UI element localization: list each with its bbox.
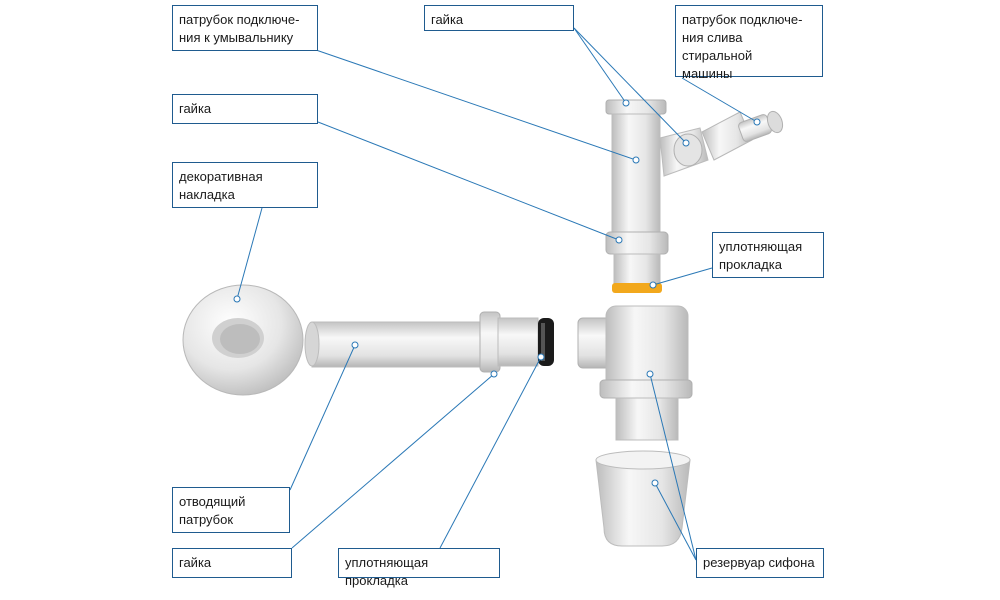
- label-gasket-bottom: уплотняющая прокладка: [338, 548, 500, 588]
- leader-washer-inlet: [681, 77, 758, 123]
- label-nut-left: гайка: [172, 94, 318, 124]
- label-gasket-right: уплотняющая прокладка: [712, 232, 824, 278]
- label-inlet-washbasin: патрубок подключе- ния к умывальнику: [172, 5, 318, 51]
- label-washer-inlet: патрубок подключе- ния слива стиральной …: [675, 5, 823, 81]
- leader-reservoir-2: [654, 482, 697, 561]
- leader-nut-left: [317, 121, 620, 241]
- label-decor-cover: декоративная накладка: [172, 162, 318, 208]
- label-nut-top: гайка: [424, 5, 574, 31]
- label-outlet-pipe: отводящий патрубок: [172, 487, 290, 533]
- leader-nut-top-1: [573, 27, 627, 104]
- washer-inlet-fitting: [701, 110, 784, 161]
- leader-gasket-bottom: [439, 356, 542, 549]
- label-nut-bottom: гайка: [172, 548, 292, 578]
- leader-inlet-washbasin: [315, 49, 637, 161]
- leader-outlet-pipe: [289, 344, 356, 491]
- leader-nut-bottom: [291, 373, 495, 549]
- leader-decor-cover: [236, 207, 263, 300]
- leader-gasket-right: [652, 267, 713, 286]
- vertical-riser: [605, 99, 709, 293]
- leader-nut-top-2: [573, 27, 687, 144]
- decorative-cover: [182, 284, 304, 396]
- outlet-pipe: [304, 311, 554, 373]
- label-reservoir: резервуар сифона: [696, 548, 824, 578]
- pointer-dots: [233, 99, 761, 487]
- leader-lines: [236, 27, 758, 561]
- leader-reservoir-1: [649, 373, 697, 561]
- siphon-reservoir: [595, 450, 691, 547]
- siphon-body: [577, 305, 693, 441]
